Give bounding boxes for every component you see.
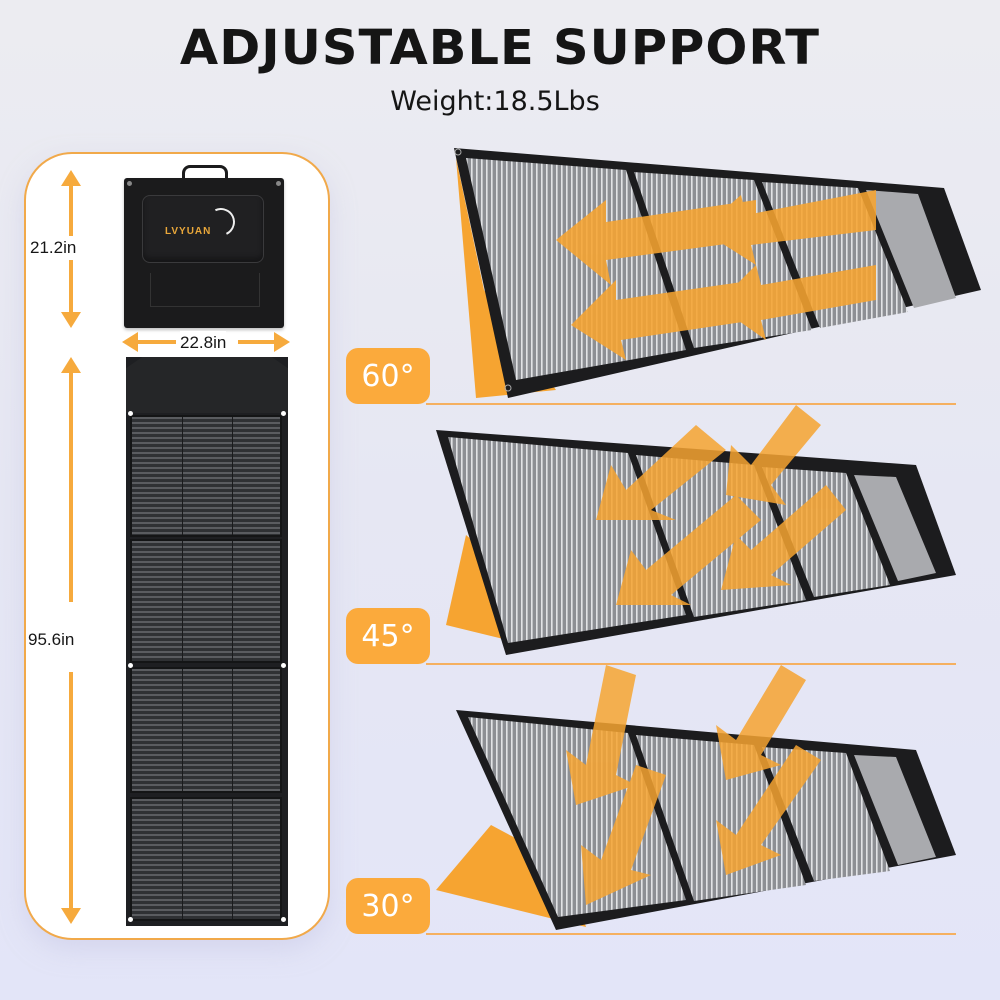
solar-cell-section bbox=[130, 667, 282, 793]
panel-30-image bbox=[436, 665, 976, 945]
bag-pocket: LVYUAN bbox=[142, 195, 264, 263]
page-title: ADJUSTABLE SUPPORT bbox=[179, 20, 821, 76]
brand-logo: LVYUAN bbox=[165, 226, 212, 237]
baseline bbox=[426, 933, 956, 935]
arrow-up-icon bbox=[61, 357, 81, 373]
folded-height-label: 21.2in bbox=[30, 236, 77, 260]
dimension-arrow-icon bbox=[238, 340, 276, 344]
angle-badge-45: 45° bbox=[346, 608, 430, 664]
arrow-down-icon bbox=[61, 312, 81, 328]
grommet bbox=[128, 663, 133, 668]
arrow-right-icon bbox=[274, 332, 290, 352]
grommet bbox=[281, 917, 286, 922]
dimension-arrow-icon bbox=[69, 672, 73, 912]
folded-width-label: 22.8in bbox=[180, 331, 227, 355]
kickstand bbox=[456, 158, 556, 398]
angle-row-45: 45° bbox=[346, 405, 986, 680]
dimension-arrow-icon bbox=[136, 340, 176, 344]
panel-45-image bbox=[436, 405, 976, 660]
dimension-arrow-icon bbox=[69, 372, 73, 602]
weight-subtitle: Weight:18.5Lbs bbox=[390, 86, 600, 117]
angle-badge-60: 60° bbox=[346, 348, 430, 404]
panel-cap bbox=[126, 357, 288, 413]
angle-row-30: 30° bbox=[346, 665, 986, 960]
sunlight-arrow-icon bbox=[566, 665, 821, 905]
grommet bbox=[128, 411, 133, 416]
grommet bbox=[281, 663, 286, 668]
solar-cell-section bbox=[130, 539, 282, 663]
grommet bbox=[281, 411, 286, 416]
sunlight-arrow-icon bbox=[556, 190, 876, 360]
solar-cell-section bbox=[130, 797, 282, 921]
baseline bbox=[426, 403, 956, 405]
grommet bbox=[276, 181, 281, 186]
baseline bbox=[426, 663, 956, 665]
folded-bag-image: LVYUAN bbox=[124, 165, 284, 328]
grommet bbox=[128, 917, 133, 922]
solar-cell-section bbox=[130, 415, 282, 537]
grommet bbox=[127, 181, 132, 186]
arrow-left-icon bbox=[122, 332, 138, 352]
angle-badge-30: 30° bbox=[346, 878, 430, 934]
bag-handle bbox=[182, 165, 228, 181]
sunlight-arrow-icon bbox=[596, 405, 846, 605]
arrow-down-icon bbox=[61, 908, 81, 924]
bag-lower-pocket bbox=[150, 273, 260, 307]
unfolded-length-label: 95.6in bbox=[28, 628, 75, 652]
angle-row-60: 60° bbox=[346, 140, 986, 410]
panel-60-image bbox=[436, 140, 981, 400]
arrow-up-icon bbox=[61, 170, 81, 186]
unfolded-panel-image bbox=[126, 357, 288, 926]
